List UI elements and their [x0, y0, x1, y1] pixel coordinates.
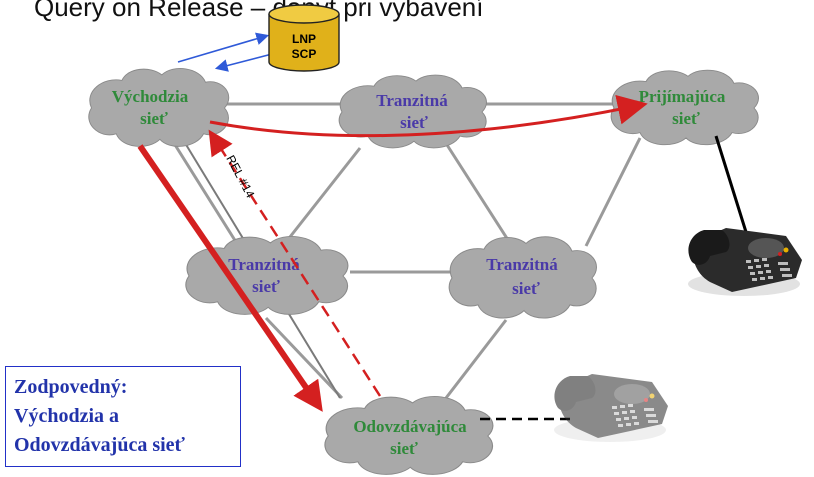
cloud-transit-left: Tranzitná sieť [185, 235, 349, 315]
telephone-icon [688, 228, 802, 296]
database-label-lnp: LNP [292, 32, 316, 46]
cloud-transit-right-line2: sieť [512, 279, 540, 298]
responsible-line3: Odovzdávajúca sieť [14, 434, 185, 456]
cloud-originating: Východzia sieť [88, 67, 230, 147]
receiving-phone-line [714, 135, 748, 233]
cloud-transit-top: Tranzitná sieť [338, 74, 487, 149]
cloud-transit-left-line2: sieť [252, 277, 280, 296]
network-links [170, 102, 642, 400]
responsible-parties-box: Zodpovedný: Východzia a Odovzdávajúca si… [5, 366, 241, 467]
cloud-receiving-line2: sieť [672, 109, 700, 128]
cloud-handover: Odovzdávajúca sieť [324, 395, 494, 475]
cloud-transit-top-line1: Tranzitná [376, 91, 448, 110]
cloud-originating-line1: Východzia [112, 87, 189, 106]
release-label: REL #14 [223, 153, 257, 201]
cloud-receiving: Prijímajúca sieť [610, 69, 759, 146]
page-title: Query on Release – dopyt pri vybavení [34, 0, 484, 22]
cloud-transit-right-line1: Tranzitná [486, 255, 558, 274]
cloud-receiving-line1: Prijímajúca [639, 87, 726, 106]
query-arrows [177, 32, 273, 72]
cloud-handover-line1: Odovzdávajúca [353, 417, 467, 436]
telephone-icon-handover [554, 374, 668, 442]
responsible-line1: Zodpovedný: [14, 376, 128, 398]
responsible-line2: Východzia a [14, 405, 119, 427]
cloud-transit-left-line1: Tranzitná [228, 255, 300, 274]
cloud-originating-line2: sieť [140, 109, 168, 128]
database-icon: LNP SCP [268, 4, 340, 72]
call-path-arrows [137, 94, 648, 412]
database-label-scp: SCP [292, 47, 317, 61]
cloud-handover-line2: sieť [390, 439, 418, 458]
cloud-transit-right: Tranzitná sieť [448, 236, 597, 319]
cloud-transit-top-line2: sieť [400, 113, 428, 132]
